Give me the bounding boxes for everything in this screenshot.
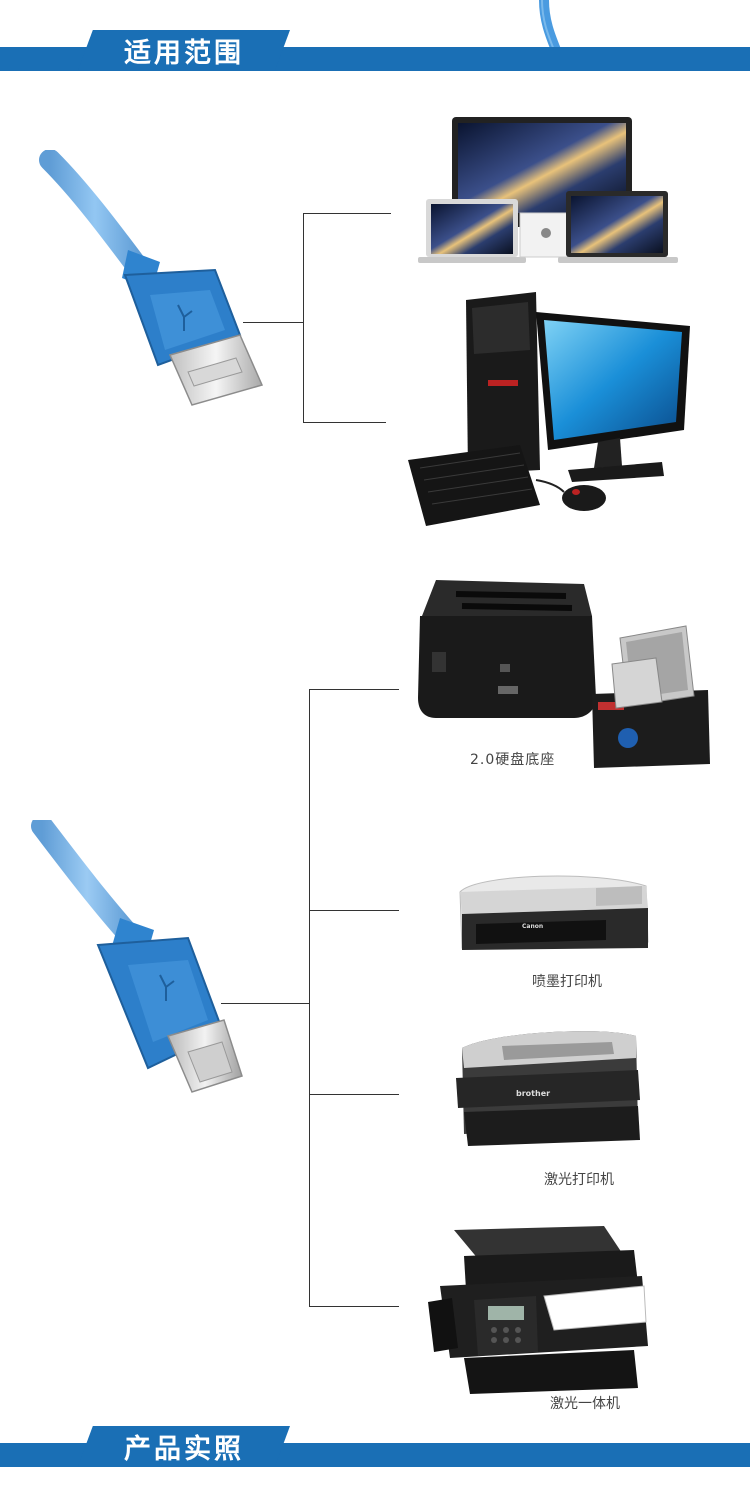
- hdd-dock-image: [418, 580, 710, 768]
- usb-b-plug-image: [31, 820, 243, 1093]
- usb-a-plug-image: [39, 150, 264, 406]
- section-title: 适用范围: [124, 37, 244, 69]
- connector-line: [303, 422, 386, 423]
- connector-line: [309, 689, 310, 1307]
- banner-tab: 适用范围: [78, 30, 290, 70]
- connector-line: [309, 1306, 399, 1307]
- connector-line: [303, 213, 304, 422]
- device-caption: 2.0硬盘底座: [470, 752, 556, 768]
- apple-devices-image: [418, 117, 678, 263]
- device-caption: 喷墨打印机: [532, 974, 602, 990]
- desktop-pc-image: [408, 292, 690, 526]
- device-caption: 激光一体机: [550, 1396, 620, 1412]
- connector-line: [309, 1094, 399, 1095]
- device-caption: 激光打印机: [544, 1172, 614, 1188]
- banner-tab: 产品实照: [78, 1426, 290, 1466]
- laser-brand: brother: [516, 1089, 550, 1098]
- connector-line: [303, 213, 391, 214]
- connector-line: [309, 910, 399, 911]
- connector-line: [243, 322, 303, 323]
- connector-line: [309, 689, 399, 690]
- inkjet-printer-image: Canon: [459, 875, 649, 950]
- section-title: 产品实照: [124, 1433, 244, 1465]
- laser-printer-image: brother: [456, 1031, 640, 1146]
- connector-line: [221, 1003, 309, 1004]
- cable-top-stub: [539, 0, 561, 50]
- inkjet-brand: Canon: [522, 923, 543, 930]
- laser-mfp-image: [428, 1226, 648, 1394]
